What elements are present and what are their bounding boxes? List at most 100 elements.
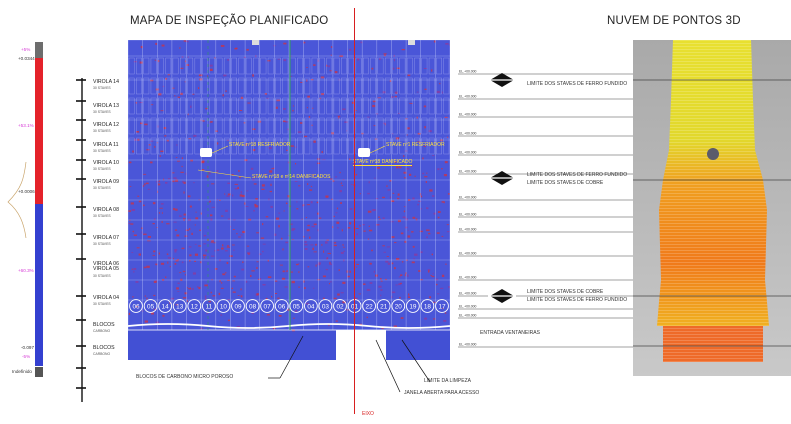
stave-number-circle	[406, 299, 420, 313]
stave-1-box	[358, 148, 370, 157]
stave-number: 03	[322, 304, 330, 311]
virola-label: VIROLA 06 VIROLA 05	[93, 261, 119, 273]
stave-number-circle	[187, 299, 202, 313]
damage-speckle	[128, 40, 450, 332]
virola-sublabel: 30 STAVES	[93, 302, 111, 306]
stave-number-circle	[304, 299, 318, 313]
stave-number: 06	[132, 304, 140, 311]
elevation-tag: EL.+00.000	[459, 252, 477, 256]
stave-number: 05	[293, 304, 301, 311]
virola-label: VIROLA 11	[93, 142, 119, 148]
point-cloud-view	[633, 40, 791, 376]
stave-number: 21	[380, 304, 388, 311]
stave-number: 13	[176, 304, 184, 311]
virola-sublabel: 30 STAVES	[93, 129, 111, 133]
stave-number: 11	[206, 304, 213, 311]
scale-top-cap	[35, 42, 43, 58]
color-scale-bar	[35, 42, 43, 377]
virola-sublabel: CARBONO	[93, 329, 111, 333]
stave-number-circle	[435, 299, 449, 313]
scale-blue-segment	[35, 204, 43, 366]
point-cloud-title: NUVEM DE PONTOS 3D	[607, 15, 741, 27]
stave-number-circle	[245, 299, 260, 313]
virola-sublabel: 30 STAVES	[93, 149, 111, 153]
scale-pink-3: +60.3%	[18, 268, 34, 273]
stave-number-circle	[333, 299, 347, 313]
scale-bottom-value: -0.097	[21, 345, 35, 350]
virola-label: BLOCOS	[93, 345, 115, 351]
virola-sublabel: 30 STAVES	[93, 167, 111, 171]
stave-number: 18	[424, 304, 432, 311]
elevation-tag: EL.+00.000	[459, 170, 477, 174]
stave-annotation-1: STAVE nº18 RESFRIADOR	[229, 142, 291, 148]
stave-number-circle	[158, 299, 172, 313]
stave-number: 12	[191, 304, 199, 311]
stave-number: 04	[307, 304, 315, 311]
elevation-tag: EL.+00.000	[459, 70, 477, 74]
scale-pink-1: +5%	[21, 47, 31, 52]
stave-number-circle	[260, 299, 274, 313]
stave-number: 09	[234, 304, 242, 311]
virola-sublabel: CARBONO	[93, 352, 111, 356]
scale-undefined-label: Indefinido	[12, 369, 32, 374]
stave-annotation-2: STAVE nº1 RESFRIADOR	[386, 142, 445, 148]
stave-number-circle	[362, 299, 376, 313]
stave-number: 19	[409, 304, 417, 311]
virola-sublabel: 30 STAVES	[93, 214, 111, 218]
stave-number: 05	[147, 304, 155, 311]
elevation-tag: EL.+00.000	[459, 113, 477, 117]
stave-number: 07	[264, 304, 272, 311]
limit-label: LIMITE DOS STAVES DE FERRO FUNDIDO	[527, 297, 628, 303]
elevation-tag: EL.+00.000	[459, 314, 477, 318]
stave-number-circle	[129, 299, 143, 313]
top-marker-1	[252, 40, 259, 45]
elevation-tag: EL.+00.000	[459, 95, 477, 99]
limpeza-callout: LIMITE DA LIMPEZA	[424, 378, 471, 384]
stave-number-circle	[231, 299, 245, 313]
scale-red-segment	[35, 58, 43, 204]
elevation-tag: EL.+00.000	[459, 196, 477, 200]
stave-number-circle	[172, 299, 187, 313]
stave-number-circle	[391, 299, 406, 313]
carbon-block-right	[386, 330, 450, 360]
elevation-tag: EL.+00.000	[459, 276, 477, 280]
stave-number: 10	[220, 304, 228, 311]
virola-sublabel: 30 STAVES	[93, 242, 111, 246]
scale-bottom-cap	[35, 367, 43, 377]
stave-annotation-3: STAVE nº18 e nº14 DANIFICADOS	[252, 174, 331, 180]
flat-map-title: MAPA DE INSPEÇÃO PLANIFICADO	[130, 15, 329, 27]
elevation-tag: EL.+00.000	[459, 305, 477, 309]
scale-distribution-curve	[7, 161, 27, 239]
blocos-callout: BLOCOS DE CARBONO MICRO POROSO	[136, 374, 234, 380]
stave-number-circle	[420, 299, 435, 313]
stave-number-circle	[216, 299, 231, 313]
elevation-tag: EL.+00.000	[459, 132, 477, 136]
cooling-line	[128, 323, 450, 329]
elevation-tag: EL.+00.000	[459, 343, 477, 347]
elevation-tag: EL.+00.000	[459, 213, 477, 217]
stave-number-circle	[318, 299, 333, 313]
virola-label: VIROLA 08	[93, 207, 119, 213]
stave-number-circle	[143, 299, 158, 313]
limit-label: ENTRADA VENTANEIRAS	[480, 330, 540, 336]
carbon-block-left	[128, 330, 336, 360]
limit-label: LIMITE DOS STAVES DE FERRO FUNDIDO	[527, 81, 628, 87]
limit-label: LIMITE DOS STAVES DE FERRO FUNDIDO	[527, 172, 628, 178]
janela-callout: JANELA ABERTA PARA ACESSO	[404, 390, 480, 396]
virola-label: VIROLA 07	[93, 235, 119, 241]
scale-pink-4: -5%	[22, 354, 31, 359]
virola-label: VIROLA 13	[93, 103, 119, 109]
scale-top-value: +0.0344	[18, 56, 35, 61]
elevation-tag: EL.+00.000	[459, 292, 477, 296]
stave-number-circle	[274, 299, 289, 313]
axis-line	[354, 8, 355, 414]
stave-number: 02	[336, 304, 344, 311]
stave-number-circle	[202, 299, 216, 313]
virola-label: VIROLA 12	[93, 122, 119, 128]
stave-number-circle	[289, 299, 304, 313]
elevation-tag: EL.+00.000	[459, 228, 477, 232]
virola-label: VIROLA 04	[93, 295, 119, 301]
axis-label: EIXO	[362, 411, 374, 417]
flat-inspection-map: 0605141312111009080706050403020122212019…	[128, 40, 450, 360]
stave-number: 06	[278, 304, 286, 311]
